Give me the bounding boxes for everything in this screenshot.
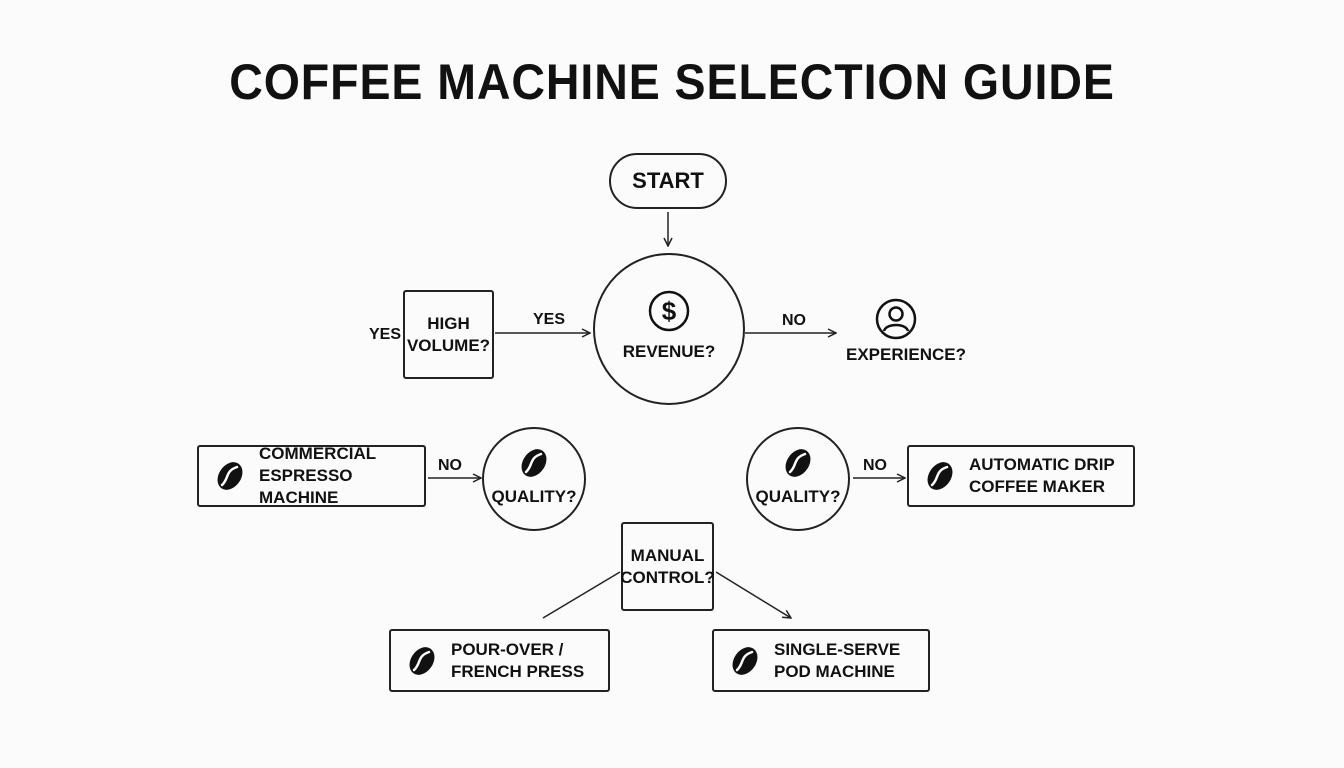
edge-label-no-left: NO — [438, 457, 462, 474]
high-volume-label-line2: VOLUME? — [406, 335, 491, 355]
high-volume-label-line1: HIGH — [427, 313, 470, 333]
line-manual-to-pourover — [542, 571, 621, 619]
quality-decision-left: QUALITY? — [482, 427, 586, 531]
quality-left-label: QUALITY? — [491, 487, 577, 506]
start-label: START — [632, 168, 704, 193]
automatic-drip-result: AUTOMATIC DRIP COFFEE MAKER — [907, 445, 1135, 507]
coffee-bean-icon — [409, 646, 435, 675]
arrow-manual-to-pod — [715, 571, 791, 618]
manual-control-decision: MANUAL CONTROL? — [620, 522, 715, 611]
coffee-bean-icon — [521, 449, 547, 477]
drip-label-line1: AUTOMATIC DRIP — [969, 455, 1115, 474]
commercial-label-line1: COMMERCIAL — [259, 444, 377, 463]
revenue-label: REVENUE? — [622, 342, 716, 361]
manual-control-label-line1: MANUAL — [630, 545, 705, 565]
quality-right-label: QUALITY? — [755, 487, 841, 506]
commercial-espresso-result: COMMERCIAL ESPRESSO MACHINE — [197, 444, 426, 507]
revenue-decision: $ REVENUE? — [593, 253, 745, 405]
edge-label-yes-to-revenue: YES — [533, 311, 566, 328]
experience-label: EXPERIENCE? — [846, 345, 966, 364]
pod-label-line1: SINGLE-SERVE — [774, 639, 901, 659]
svg-text:$: $ — [662, 296, 677, 326]
pourover-label-line2: FRENCH PRESS — [451, 661, 585, 681]
high-volume-decision: HIGH VOLUME? — [403, 290, 494, 379]
pod-label-line2: POD MACHINE — [774, 661, 895, 681]
start-node: START — [609, 153, 727, 209]
commercial-label-line2: ESPRESSO MACHINE — [259, 466, 353, 507]
edge-label-no-to-experience: NO — [782, 312, 806, 329]
pourover-result: POUR-OVER / FRENCH PRESS — [389, 629, 610, 692]
edge-label-no-right: NO — [863, 457, 887, 474]
user-icon — [875, 298, 917, 340]
coffee-bean-icon — [217, 462, 243, 490]
pourover-label-line1: POUR-OVER / — [451, 639, 564, 659]
drip-label-line2: COFFEE MAKER — [969, 477, 1105, 496]
coffee-bean-icon — [927, 462, 953, 490]
diagram-title: COFFEE MACHINE SELECTION GUIDE — [229, 54, 1115, 110]
coffee-bean-icon — [732, 646, 758, 675]
quality-decision-right: QUALITY? — [746, 427, 850, 531]
coffee-bean-icon — [785, 449, 811, 477]
edge-label-yes-outer: YES — [369, 326, 402, 343]
pod-machine-result: SINGLE-SERVE POD MACHINE — [712, 629, 930, 692]
manual-control-label-line2: CONTROL? — [620, 567, 715, 587]
dollar-icon: $ — [648, 290, 690, 332]
